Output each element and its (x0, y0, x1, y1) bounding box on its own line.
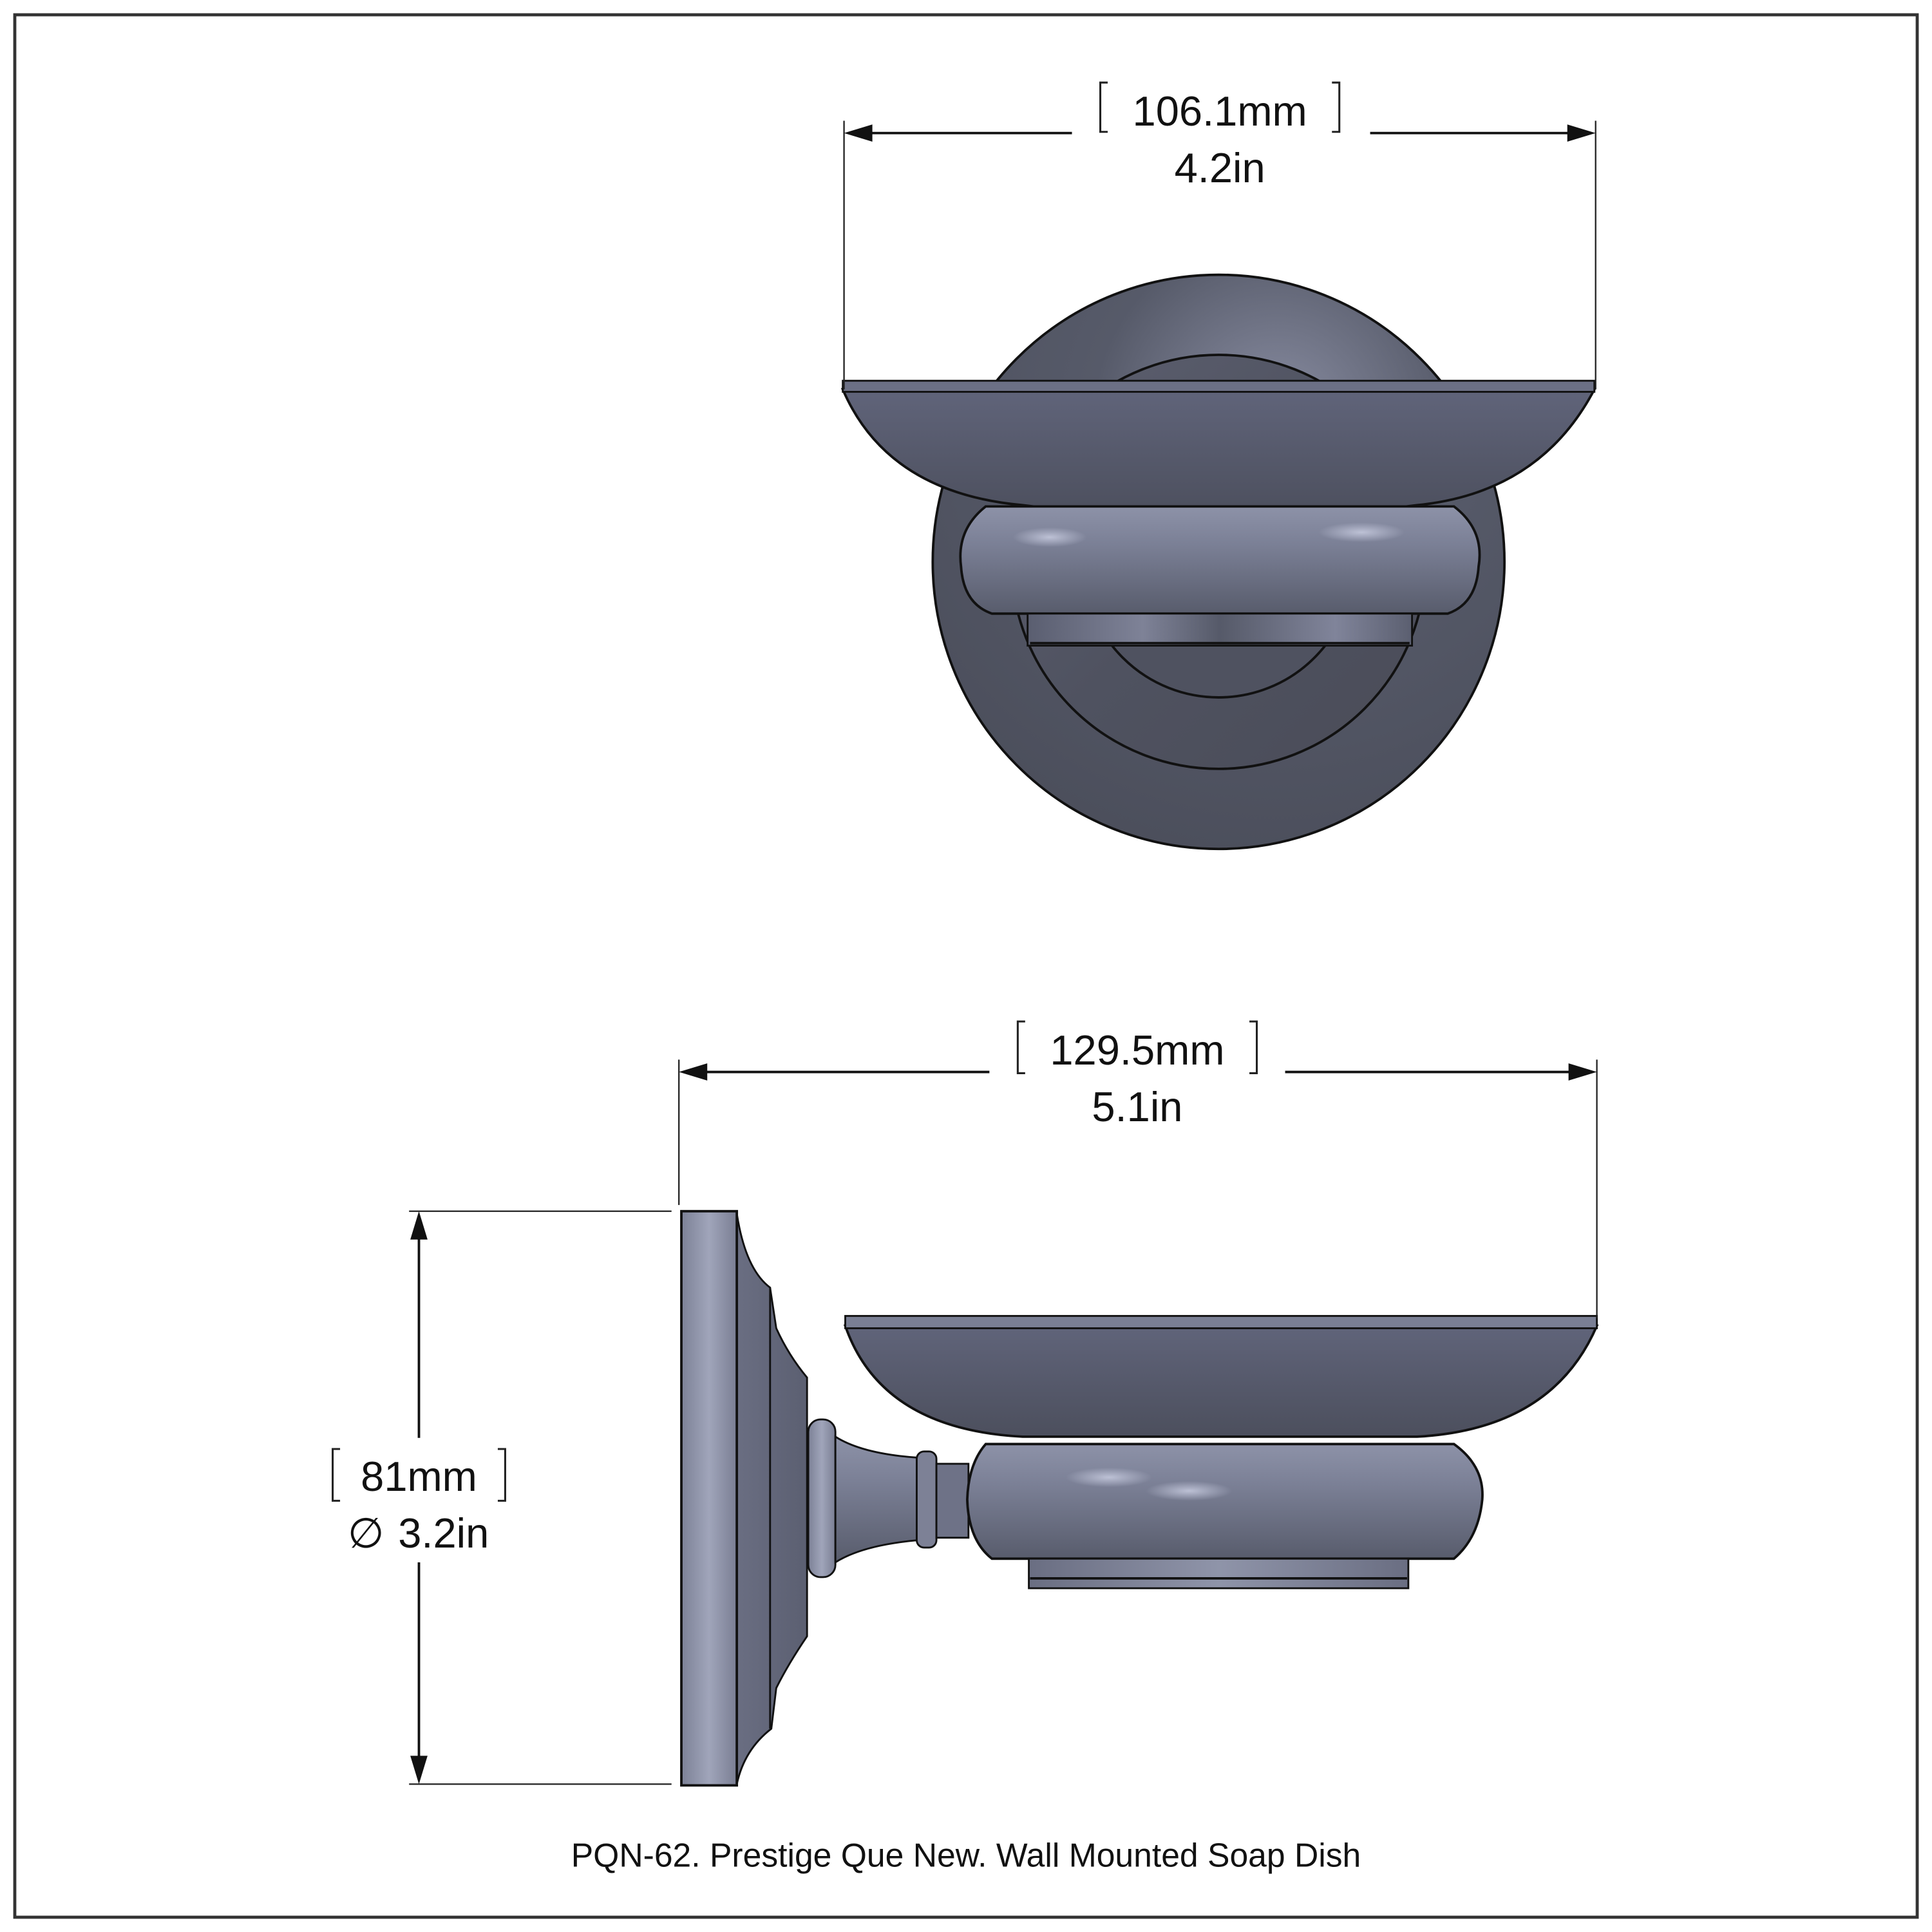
highlight (1318, 522, 1405, 542)
front-width-metric: 106.1mm (1133, 88, 1307, 135)
bracket-open (1016, 1020, 1025, 1074)
holder-ring-front (959, 505, 1481, 615)
highlight (1065, 1467, 1152, 1488)
holder-base-front (1027, 612, 1414, 647)
wall-plate-side (680, 1209, 739, 1787)
side-depth-metric: 129.5mm (1050, 1027, 1224, 1074)
front-view (840, 273, 1596, 851)
highlight (1012, 527, 1087, 547)
arrowhead-left-icon (679, 1063, 708, 1081)
sheet-border (13, 13, 1919, 1919)
arm-flange (807, 1418, 837, 1578)
arrowhead-right-icon (1568, 1063, 1597, 1081)
bracket-close (497, 1448, 506, 1502)
arm-collar (916, 1450, 938, 1549)
arm-connector (935, 1463, 970, 1539)
soap-bowl-side (843, 1324, 1599, 1438)
arrowhead-up-icon (410, 1211, 428, 1240)
diameter-symbol-icon: ∅ (348, 1510, 384, 1557)
bracket-close (1332, 81, 1341, 133)
arm-neck (834, 1435, 919, 1564)
wall-plate-profile (735, 1213, 808, 1785)
arrowhead-down-icon (410, 1756, 428, 1785)
highlight (1146, 1481, 1233, 1501)
holder-ring-side (965, 1443, 1484, 1560)
side-height-dimension: 81mm ∅ 3.2in (332, 1210, 672, 1785)
side-view (680, 1209, 1599, 1787)
drawing-caption: PQN-62. Prestige Que New. Wall Mounted S… (571, 1837, 1361, 1874)
bowl-rim-front (842, 379, 1596, 393)
bowl-rim-side (844, 1314, 1598, 1329)
side-depth-imperial: 5.1in (1092, 1083, 1182, 1130)
front-width-dimension: 106.1mm 4.2in (843, 81, 1596, 390)
front-width-imperial: 4.2in (1175, 144, 1265, 191)
side-depth-dimension: 129.5mm 5.1in (678, 1020, 1598, 1319)
arrowhead-right-icon (1567, 124, 1596, 142)
bracket-open (332, 1448, 341, 1502)
arrowhead-left-icon (844, 124, 873, 142)
side-height-imperial: 3.2in (398, 1510, 489, 1557)
side-height-metric: 81mm (361, 1453, 477, 1500)
bracket-close (1249, 1020, 1258, 1074)
bracket-open (1099, 81, 1108, 133)
holder-base-side (1028, 1557, 1410, 1589)
